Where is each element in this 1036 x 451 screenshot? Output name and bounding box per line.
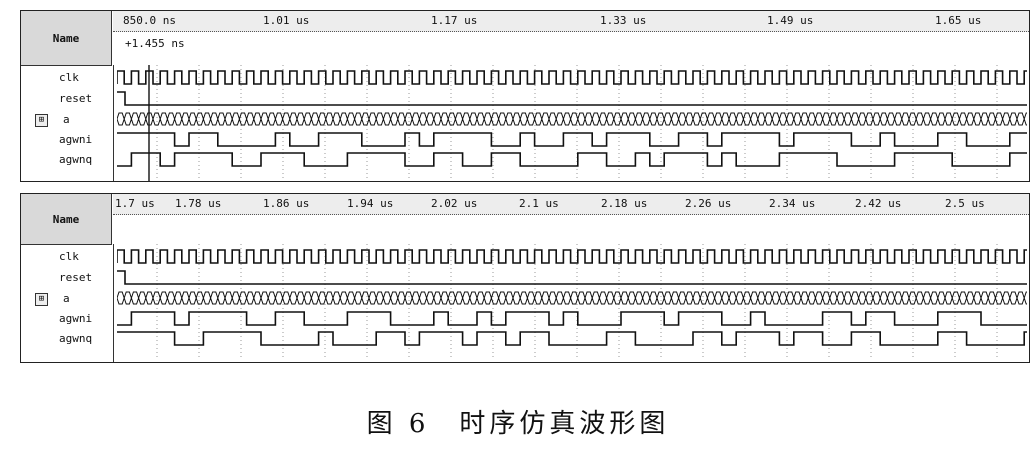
waveform-panel-top: Name 850.0 ns 1.01 us 1.17 us 1.33 us 1.… [20, 10, 1030, 182]
reset-waveform [117, 270, 1027, 285]
time-tick: 2.02 us [431, 197, 478, 210]
name-column-header: Name [21, 194, 112, 245]
signal-row-reset[interactable]: reset [21, 269, 113, 287]
time-tick: 1.49 us [767, 14, 814, 27]
time-tick: 1.33 us [600, 14, 647, 27]
time-tick: 1.7 us [115, 197, 155, 210]
agwnq-waveform [117, 152, 1027, 167]
time-tick: 2.5 us [945, 197, 985, 210]
signal-label: agwni [59, 133, 93, 146]
signal-label: reset [59, 92, 93, 105]
cursor-readout: +1.455 ns [125, 37, 185, 50]
signal-row-a[interactable]: ⊞ a [21, 111, 113, 129]
time-tick: 2.42 us [855, 197, 902, 210]
time-ruler[interactable]: 850.0 ns 1.01 us 1.17 us 1.33 us 1.49 us… [113, 11, 1029, 32]
time-tick: 1.94 us [347, 197, 394, 210]
time-tick: 2.1 us [519, 197, 559, 210]
signal-label: agwni [59, 312, 93, 325]
signal-label: reset [59, 271, 93, 284]
signal-label: a [63, 113, 70, 126]
time-tick: 1.78 us [175, 197, 222, 210]
expand-bus-icon[interactable]: ⊞ [35, 293, 48, 306]
signal-row-clk[interactable]: clk [21, 69, 113, 87]
signal-row-agwnq[interactable]: agwnq [21, 330, 113, 348]
agwni-waveform [117, 311, 1027, 326]
waveform-area[interactable] [117, 244, 1027, 362]
signal-label: agwnq [59, 153, 93, 166]
clk-waveform [117, 70, 1027, 85]
signal-row-clk[interactable]: clk [21, 248, 113, 266]
bus-a-waveform [117, 291, 1027, 305]
time-tick: 2.18 us [601, 197, 648, 210]
expand-bus-icon[interactable]: ⊞ [35, 114, 48, 127]
time-ruler[interactable]: 1.7 us 1.78 us 1.86 us 1.94 us 2.02 us 2… [113, 194, 1029, 215]
signal-label: agwnq [59, 332, 93, 345]
signal-names-column: clk reset ⊞ a agwni agwnq [21, 65, 114, 181]
time-tick: 1.65 us [935, 14, 982, 27]
reset-waveform [117, 91, 1027, 106]
signal-row-agwnq[interactable]: agwnq [21, 151, 113, 169]
signal-row-agwni[interactable]: agwni [21, 131, 113, 149]
agwnq-waveform [117, 331, 1027, 346]
signal-row-agwni[interactable]: agwni [21, 310, 113, 328]
signal-label: a [63, 292, 70, 305]
agwni-waveform [117, 132, 1027, 147]
waveform-area[interactable] [117, 65, 1027, 181]
time-tick: 850.0 ns [123, 14, 176, 27]
signal-row-reset[interactable]: reset [21, 90, 113, 108]
clk-waveform [117, 249, 1027, 264]
name-column-header: Name [21, 11, 112, 66]
waveform-panel-bottom: Name 1.7 us 1.78 us 1.86 us 1.94 us 2.02… [20, 193, 1030, 363]
signal-label: clk [59, 71, 79, 84]
time-tick: 2.34 us [769, 197, 816, 210]
signal-names-column: clk reset ⊞ a agwni agwnq [21, 244, 114, 362]
time-tick: 1.01 us [263, 14, 310, 27]
signal-label: clk [59, 250, 79, 263]
time-tick: 1.86 us [263, 197, 310, 210]
time-tick: 2.26 us [685, 197, 732, 210]
time-tick: 1.17 us [431, 14, 478, 27]
signal-row-a[interactable]: ⊞ a [21, 290, 113, 308]
figure-caption: 图 6 时序仿真波形图 [366, 409, 670, 439]
bus-a-waveform [117, 112, 1027, 126]
